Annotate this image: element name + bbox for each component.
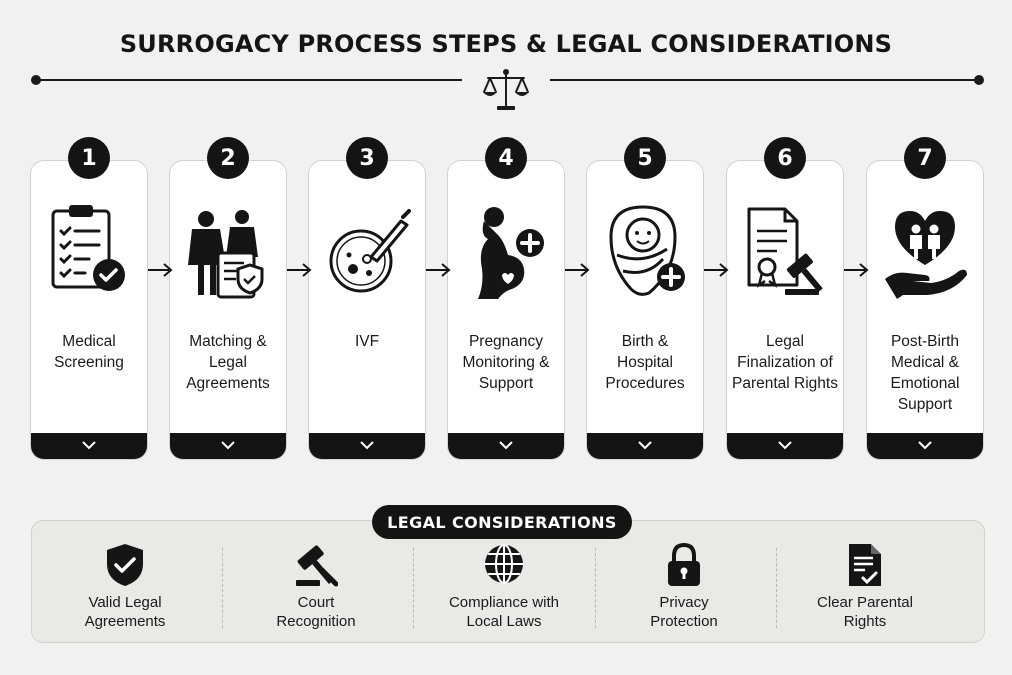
step-2-footer (170, 433, 286, 459)
step-1-label: Medical Screening (54, 333, 124, 371)
step-3-label: IVF (354, 333, 380, 350)
arrow-right-icon (426, 263, 451, 277)
legal-item-label: Court Recognition (276, 594, 356, 630)
gavel-icon (296, 545, 338, 587)
step-3-card: IVF (308, 160, 426, 460)
padlock-icon (668, 542, 700, 586)
step-3-footer (309, 433, 425, 459)
legal-item-privacy: Privacy Protection (594, 538, 774, 638)
step-4-number-badge: 4 (485, 137, 527, 179)
step-7-card: Post-Birth Medical & Emotional Support (866, 160, 984, 460)
legal-divider (413, 548, 414, 628)
petri-dish-pipette-icon (329, 209, 411, 293)
chevron-down-icon (360, 441, 374, 450)
step-2-card: Matching & Legal Agreements (169, 160, 287, 460)
legal-item-label: Valid Legal Agreements (84, 594, 166, 630)
step-6-number-badge: 6 (764, 137, 806, 179)
legal-item-court-recognition: Court Recognition (226, 538, 406, 638)
arrow-right-icon (287, 263, 312, 277)
step-5-card: Birth & Hospital Procedures (586, 160, 704, 460)
step-5-number-badge: 5 (624, 137, 666, 179)
legal-divider (222, 548, 223, 628)
chevron-down-icon (638, 441, 652, 450)
step-5-label: Birth & Hospital Procedures (605, 333, 685, 392)
step-2-label: Matching & Legal Agreements (186, 333, 270, 392)
legal-item-label: Clear Parental Rights (817, 594, 913, 630)
arrow-right-icon (704, 263, 729, 277)
step-7-number-badge: 7 (904, 137, 946, 179)
arrow-right-icon (565, 263, 590, 277)
step-1-card: Medical Screening (30, 160, 148, 460)
step-1-number-badge: 1 (68, 137, 110, 179)
step-7-footer (867, 433, 983, 459)
chevron-down-icon (778, 441, 792, 450)
step-3-number-badge: 3 (346, 137, 388, 179)
chevron-down-icon (82, 441, 96, 450)
title-rule-left (36, 79, 462, 81)
step-4-footer (448, 433, 564, 459)
arrow-right-icon (148, 263, 173, 277)
parents-document-shield-icon (188, 210, 264, 299)
arrow-right-icon (844, 263, 869, 277)
chevron-down-icon (499, 441, 513, 450)
pregnant-woman-plus-icon (478, 207, 544, 299)
legal-item-label: Privacy Protection (650, 594, 718, 630)
legal-divider (776, 548, 777, 628)
document-check-icon (849, 544, 881, 586)
step-4-label: Pregnancy Monitoring & Support (462, 333, 550, 392)
title-rule-right (550, 79, 978, 81)
legal-item-valid-agreements: Valid Legal Agreements (35, 538, 215, 638)
scales-of-justice-icon (483, 69, 529, 110)
step-7-label: Post-Birth Medical & Emotional Support (890, 333, 960, 413)
globe-icon (485, 544, 523, 584)
step-5-footer (587, 433, 703, 459)
clipboard-checklist-icon (51, 205, 125, 291)
process-steps: 1 Medical Screening 2 (30, 137, 984, 460)
step-6-label: Legal Finalization of Parental Rights (732, 333, 838, 392)
legal-divider (595, 548, 596, 628)
step-1-footer (31, 433, 147, 459)
page-title: SURROGACY PROCESS STEPS & LEGAL CONSIDER… (119, 30, 893, 58)
step-2-number-badge: 2 (207, 137, 249, 179)
step-6-card: Legal Finalization of Parental Rights (726, 160, 844, 460)
step-4-card: Pregnancy Monitoring & Support (447, 160, 565, 460)
heart-family-hand-icon (885, 211, 967, 299)
chevron-down-icon (221, 441, 235, 450)
shield-check-icon (107, 544, 143, 586)
certificate-gavel-icon (747, 207, 823, 295)
step-6-footer (727, 433, 843, 459)
legal-item-parental-rights: Clear Parental Rights (775, 538, 955, 638)
legal-item-label: Compliance with Local Laws (448, 594, 560, 630)
legal-considerations-heading: LEGAL CONSIDERATIONS (372, 505, 632, 539)
rule-end-dot-right (974, 75, 984, 85)
chevron-down-icon (918, 441, 932, 450)
swaddled-baby-plus-icon (609, 205, 685, 296)
legal-item-compliance: Compliance with Local Laws (414, 538, 594, 638)
